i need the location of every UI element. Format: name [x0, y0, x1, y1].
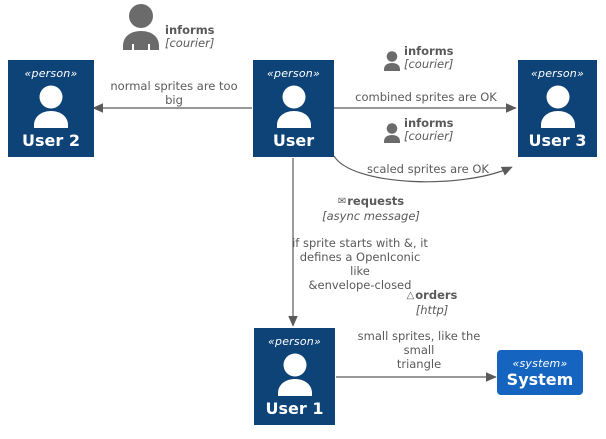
person-icon: [34, 85, 68, 128]
node-user3[interactable]: «person» User 3: [518, 60, 597, 157]
node-user2-name: User 2: [22, 131, 80, 150]
edge-label-line2: big: [165, 93, 183, 107]
annotation-title: requests: [347, 194, 405, 208]
annotation-title-row: ✉requests: [310, 194, 432, 209]
annotation-subtitle: [http]: [415, 303, 449, 317]
annotation-title: informs: [404, 44, 454, 58]
node-user3-stereotype: «person»: [531, 67, 584, 80]
edge-label-scaled-sprites: scaled sprites are OK: [367, 162, 489, 176]
edge-label-line1: small sprites, like the: [357, 329, 481, 343]
annotation-subtitle: [courier]: [404, 57, 454, 71]
edge-label-normal-sprites: normal sprites are too big: [100, 79, 248, 107]
annotation-title-row: △orders: [380, 288, 484, 303]
person-icon: [277, 353, 312, 396]
edge-label-line3: triangle: [396, 357, 442, 371]
node-user[interactable]: «person» User: [253, 60, 334, 157]
annotation-requests-async: ✉requests [async message]: [310, 194, 432, 223]
edge-label-line2: small: [403, 343, 435, 357]
edge-label-line2: defines a OpenIconic: [299, 250, 421, 264]
node-user1-stereotype: «person»: [268, 335, 321, 348]
annotation-title: orders: [415, 288, 458, 302]
node-user1[interactable]: «person» User 1: [254, 328, 335, 425]
annotation-title: informs: [404, 116, 454, 130]
person-sprite-small-icon: [384, 51, 400, 71]
person-sprite-small-icon: [384, 123, 400, 143]
edge-label-line3: like: [350, 264, 370, 278]
edge-label-small-sprites: small sprites, like the small triangle: [347, 329, 491, 371]
annotation-subtitle: [courier]: [165, 36, 215, 50]
edge-label-combined-sprites: combined sprites are OK: [355, 90, 497, 104]
annotation-subtitle: [courier]: [404, 129, 454, 143]
node-system-stereotype: «system»: [512, 356, 568, 370]
node-system-name: System: [506, 369, 574, 389]
person-icon: [540, 85, 575, 128]
annotation-informs-courier-3: informs [courier]: [383, 117, 454, 143]
node-user3-name: User 3: [528, 131, 587, 150]
node-user-name: User: [272, 131, 315, 150]
person-icon: [276, 85, 311, 128]
node-system[interactable]: «system» System: [497, 350, 583, 395]
edge-label-line4: &envelope-closed: [308, 278, 412, 292]
annotation-title: informs: [165, 23, 215, 37]
annotation-informs-courier-1: informs [courier]: [120, 4, 215, 50]
edge-label-openiconic: if sprite starts with &, it defines a Op…: [286, 236, 434, 292]
node-user2-stereotype: «person»: [24, 67, 78, 80]
node-user1-name: User 1: [265, 399, 324, 418]
annotation-orders-http: △orders [http]: [380, 288, 484, 317]
triangle-icon: △: [406, 290, 415, 301]
node-user2[interactable]: «person» User 2: [8, 60, 94, 157]
node-user-stereotype: «person»: [267, 67, 320, 80]
edge-label-line1: normal sprites are too: [110, 79, 238, 93]
annotation-informs-courier-2: informs [courier]: [383, 45, 454, 71]
annotation-subtitle: [async message]: [322, 209, 420, 223]
edge-label-line1: if sprite starts with &, it: [292, 236, 428, 250]
person-sprite-large-icon: [123, 4, 159, 50]
envelope-closed-icon: ✉: [337, 196, 347, 207]
